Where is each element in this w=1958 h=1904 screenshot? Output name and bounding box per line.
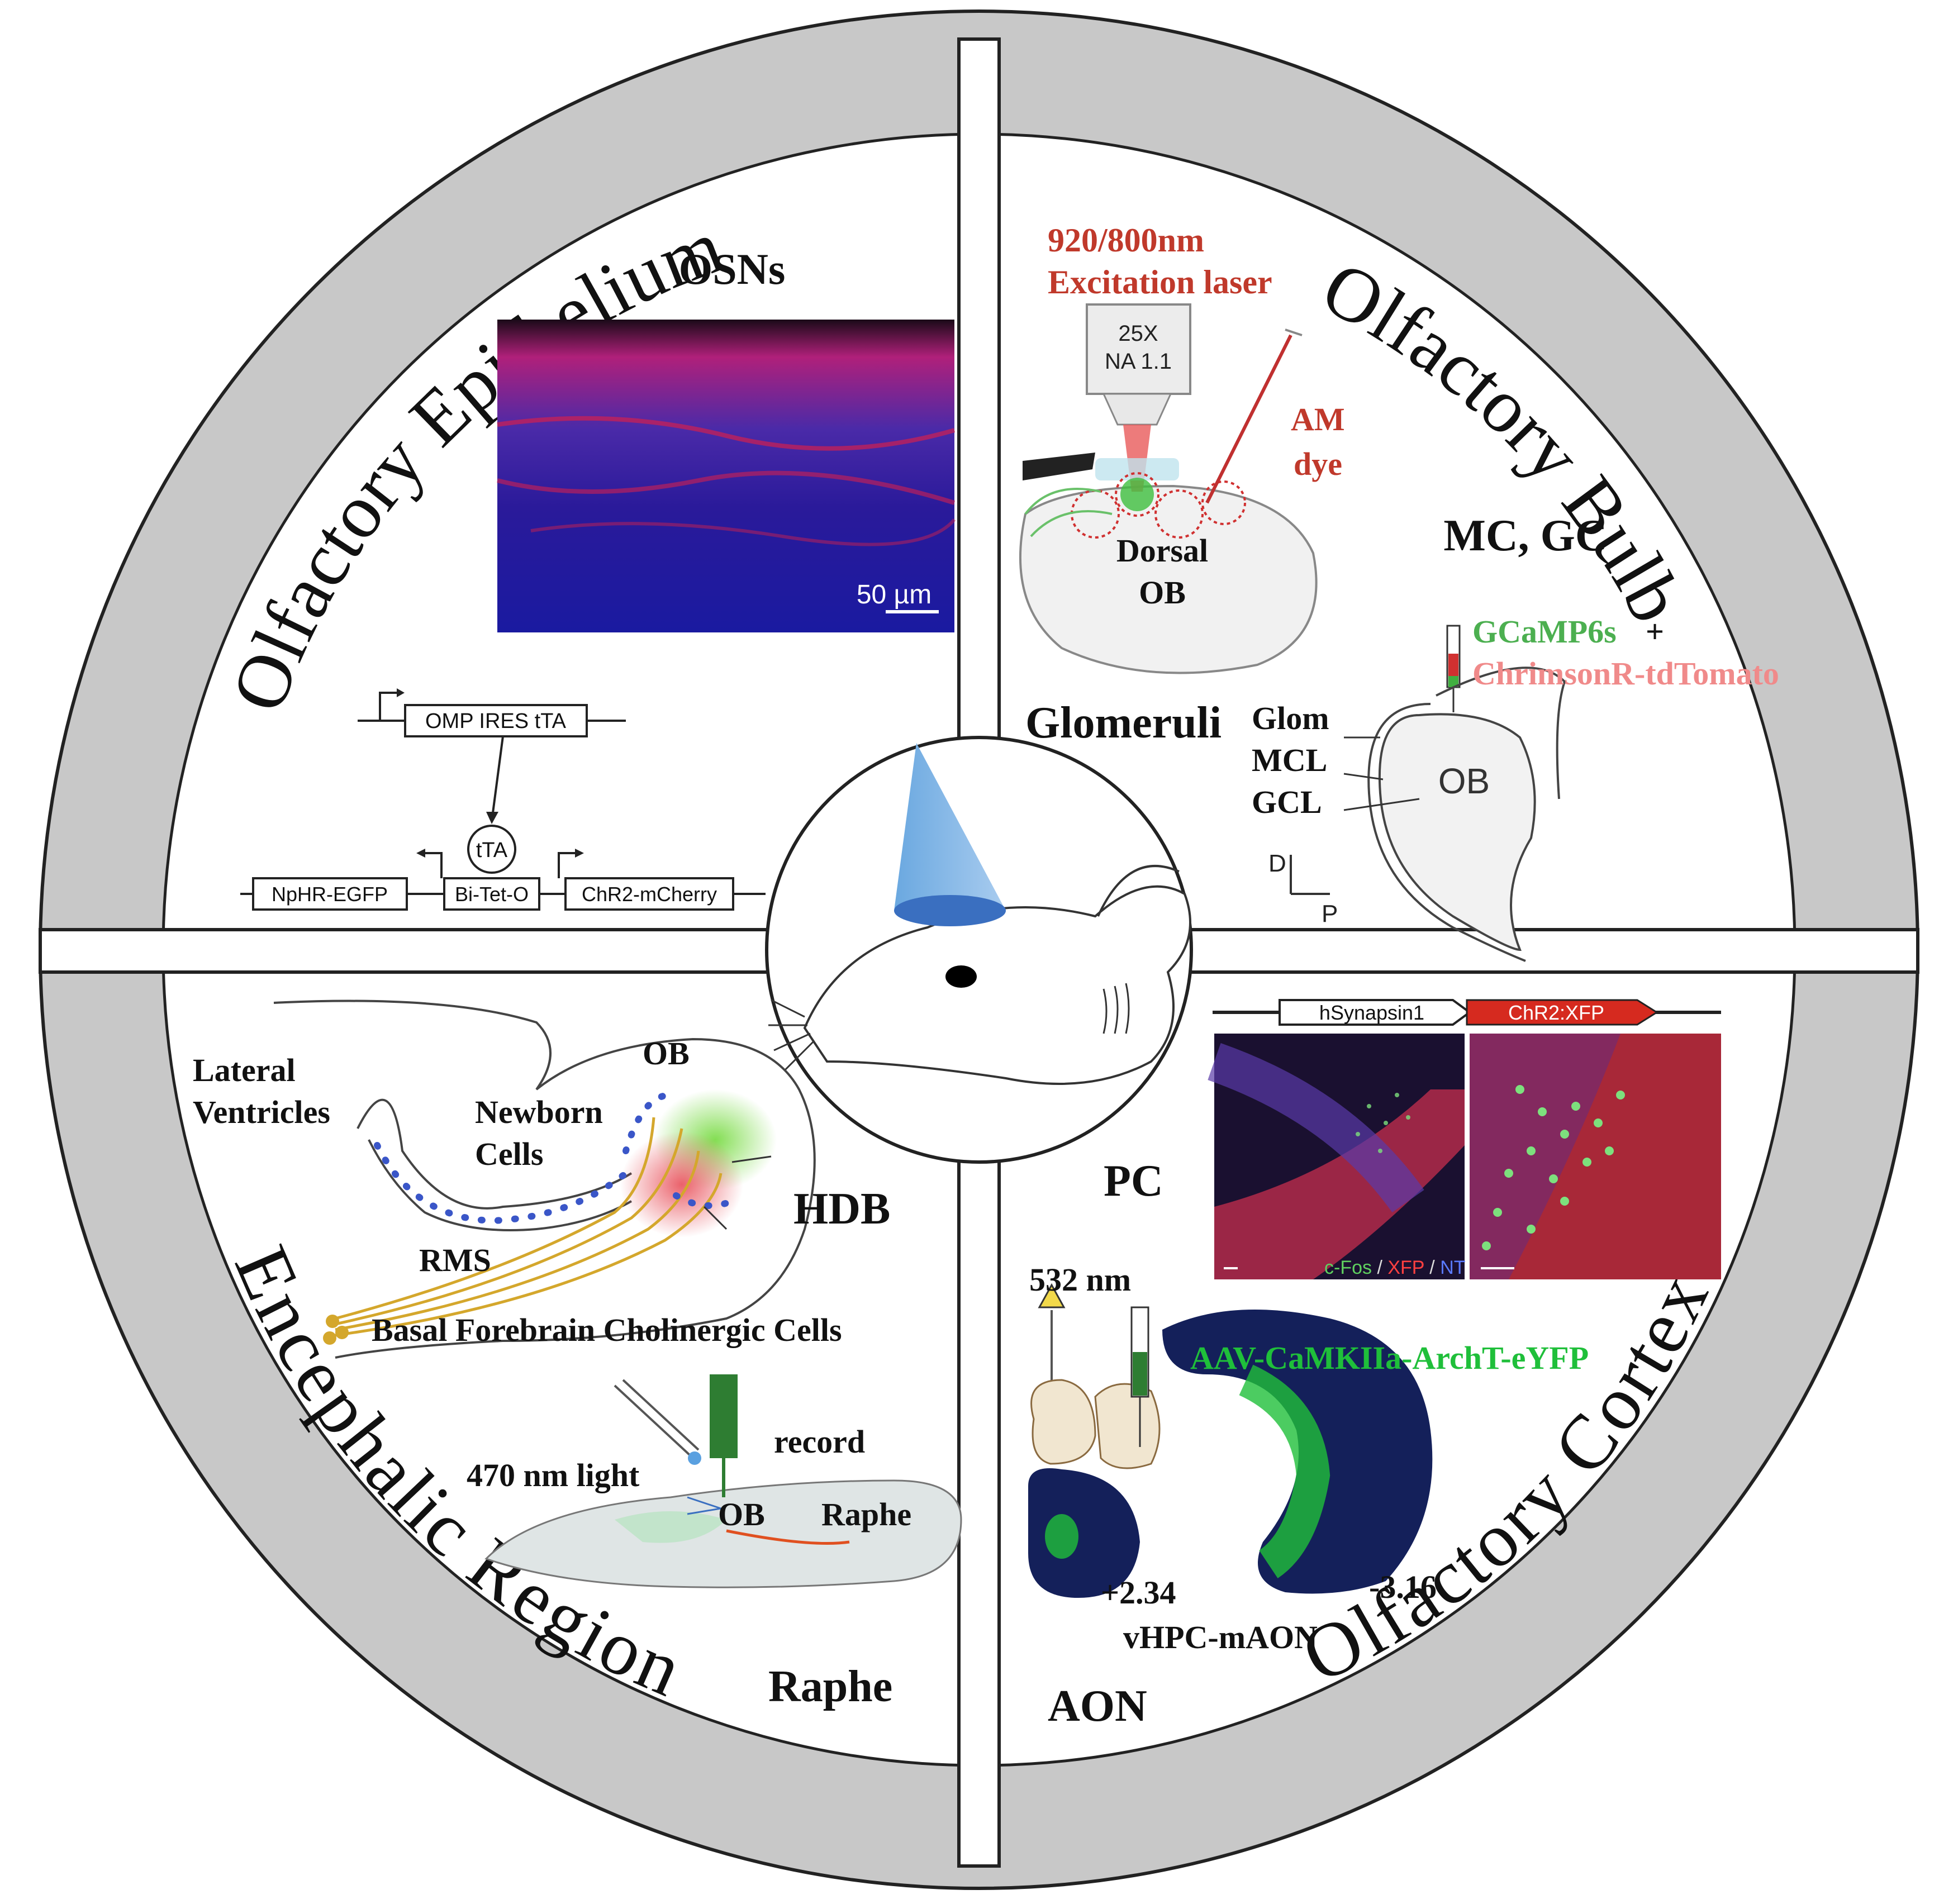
- promoter-label: hSynapsin1: [1319, 1001, 1424, 1024]
- coord-posterior: -3.16: [1369, 1569, 1437, 1605]
- pc-label: PC: [1104, 1156, 1163, 1206]
- objective-na: NA 1.1: [1105, 349, 1172, 374]
- tta-protein-circle: [467, 825, 516, 874]
- legend-xfp: XFP: [1387, 1257, 1424, 1278]
- ob-label-raphe-diagram: OB: [718, 1496, 765, 1532]
- ob-label-encephalic: OB: [643, 1035, 690, 1072]
- micrograph-legend: c-Fos / XFP / NT: [1324, 1257, 1466, 1278]
- nphr-egfp-box: [252, 877, 408, 911]
- lateral-ventricles-line1: Lateral: [193, 1052, 296, 1088]
- scale-bar-label: 50 µm: [857, 580, 932, 610]
- tta-label: tTA: [476, 839, 508, 862]
- aon-inhibition-diagram: [1028, 1283, 1433, 1598]
- legend-separator-1: /: [1372, 1257, 1387, 1278]
- basal-forebrain-label: Basal Forebrain Cholinergic Cells: [372, 1312, 842, 1348]
- laser-label-line2: Excitation laser: [1048, 264, 1272, 301]
- raphe-label: Raphe: [768, 1662, 892, 1711]
- am-dye-label-line2: dye: [1294, 446, 1342, 482]
- newborn-cells-line2: Cells: [475, 1136, 543, 1172]
- layer-mcl: MCL: [1252, 742, 1327, 778]
- wavelength-label: 532 nm: [1029, 1262, 1131, 1298]
- objective-magnification: 25X: [1118, 321, 1158, 346]
- bi-tet-o-box: [443, 877, 540, 911]
- legend-cfos: c-Fos: [1324, 1257, 1372, 1278]
- omp-ires-tta-box: [404, 704, 588, 737]
- gcamp-label: GCaMP6s: [1472, 613, 1617, 650]
- plus-label: +: [1646, 613, 1664, 650]
- mc-gc-label: MC, GC: [1443, 511, 1607, 560]
- chr2-mcherry-box: [564, 877, 734, 911]
- rms-label: RMS: [419, 1242, 491, 1278]
- chrimson-label: ChrimsonR-tdTomato: [1472, 655, 1779, 692]
- record-label: record: [774, 1424, 865, 1460]
- opsin-label: ChR2:XFP: [1508, 1001, 1604, 1024]
- light-label: 470 nm light: [467, 1457, 640, 1493]
- sagittal-brain-diagram: [273, 999, 816, 1359]
- two-photon-setup: 25X NA 1.1: [1019, 303, 1318, 674]
- piriform-micrographs: [1208, 1034, 1721, 1279]
- axis-posterior: P: [1322, 900, 1338, 927]
- laser-label-line1: 920/800nm: [1048, 222, 1204, 259]
- arch-virus-label: AAV-CaMKIIa-ArchT-eYFP: [1190, 1340, 1589, 1376]
- bi-tet-o-label: Bi-Tet-O: [455, 883, 529, 906]
- genetic-construct-diagram: OMP IRES tTA tTA NpHR-EGFP Bi-Tet-O ChR2…: [240, 688, 766, 911]
- ob-region-label: OB: [1438, 761, 1490, 801]
- lateral-ventricles-line2: Ventricles: [193, 1094, 330, 1130]
- aon-label: AON: [1048, 1682, 1147, 1731]
- layer-glom: Glom: [1252, 700, 1329, 736]
- center-mouse: [765, 736, 1193, 1164]
- coord-anterior: +2.34: [1101, 1574, 1176, 1611]
- osns-title: OSNs: [679, 245, 786, 293]
- raphe-recording-diagram: [484, 1374, 962, 1588]
- chr2-mcherry-label: ChR2-mCherry: [582, 883, 717, 906]
- layer-gcl: GCL: [1252, 784, 1322, 820]
- bulb-injection-diagram: OB: [1290, 625, 1566, 962]
- dorsal-ob-line1: Dorsal: [1116, 532, 1208, 569]
- newborn-cells-line1: Newborn: [475, 1094, 603, 1130]
- raphe-small-label: Raphe: [821, 1496, 911, 1532]
- axis-dorsal: D: [1268, 850, 1286, 877]
- nphr-egfp-label: NpHR-EGFP: [272, 883, 388, 906]
- osn-micrograph: 50 µm: [497, 320, 956, 632]
- pathway-label: vHPC-mAON: [1123, 1619, 1318, 1655]
- am-dye-label-line1: AM: [1291, 401, 1345, 437]
- synapsin-construct: hSynapsin1 ChR2:XFP: [1213, 999, 1721, 1026]
- objective-body: [1086, 303, 1191, 395]
- legend-nt: NT: [1440, 1257, 1465, 1278]
- dorsal-ob-line2: OB: [1139, 574, 1186, 611]
- glomeruli-label: Glomeruli: [1025, 698, 1222, 748]
- legend-separator-2: /: [1424, 1257, 1440, 1278]
- hdb-label: HDB: [793, 1184, 890, 1234]
- omp-ires-tta-label: OMP IRES tTA: [425, 710, 567, 733]
